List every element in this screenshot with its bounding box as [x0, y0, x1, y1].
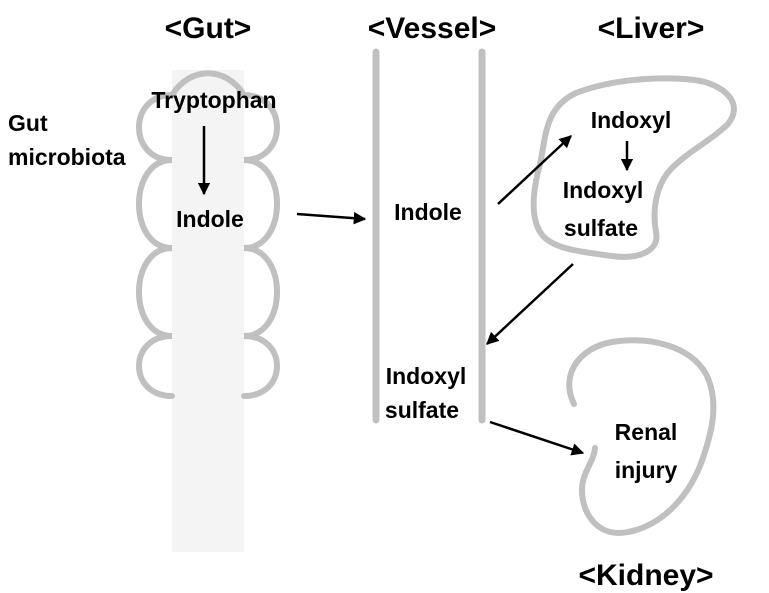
- renal-injury-label-line2: injury: [615, 457, 678, 483]
- renal-injury-label-line1: Renal: [615, 419, 678, 445]
- tryptophan-label: Tryptophan: [151, 87, 276, 113]
- arrow-gut-indole-to-vessel: [297, 214, 365, 219]
- vessel-indoxyl-sulfate-label-line1: Indoxyl: [386, 363, 467, 389]
- liver-indoxyl-label: Indoxyl: [591, 107, 672, 133]
- gut-microbiota-label-line1: Gut: [8, 110, 48, 136]
- arrow-indoxyl-sulfate-to-kidney: [490, 422, 583, 453]
- gut-indole-label: Indole: [176, 206, 244, 232]
- vessel-header: <Vessel>: [368, 12, 496, 45]
- liver-indoxyl-sulfate-label-line2: sulfate: [564, 215, 638, 241]
- vessel-indole-label: Indole: [394, 199, 462, 225]
- kidney-header: <Kidney>: [578, 559, 713, 592]
- gut-microbiota-label-line2: microbiota: [8, 144, 126, 170]
- arrow-liver-to-vessel-indoxyl-sulfate: [487, 264, 573, 344]
- gut-structure: [139, 70, 277, 552]
- liver-indoxyl-sulfate-label-line1: Indoxyl: [563, 177, 644, 203]
- liver-header: <Liver>: [598, 12, 705, 45]
- gut-lumen: [172, 70, 244, 552]
- gut-header: <Gut>: [165, 12, 252, 45]
- vessel-indoxyl-sulfate-label-line2: sulfate: [385, 397, 459, 423]
